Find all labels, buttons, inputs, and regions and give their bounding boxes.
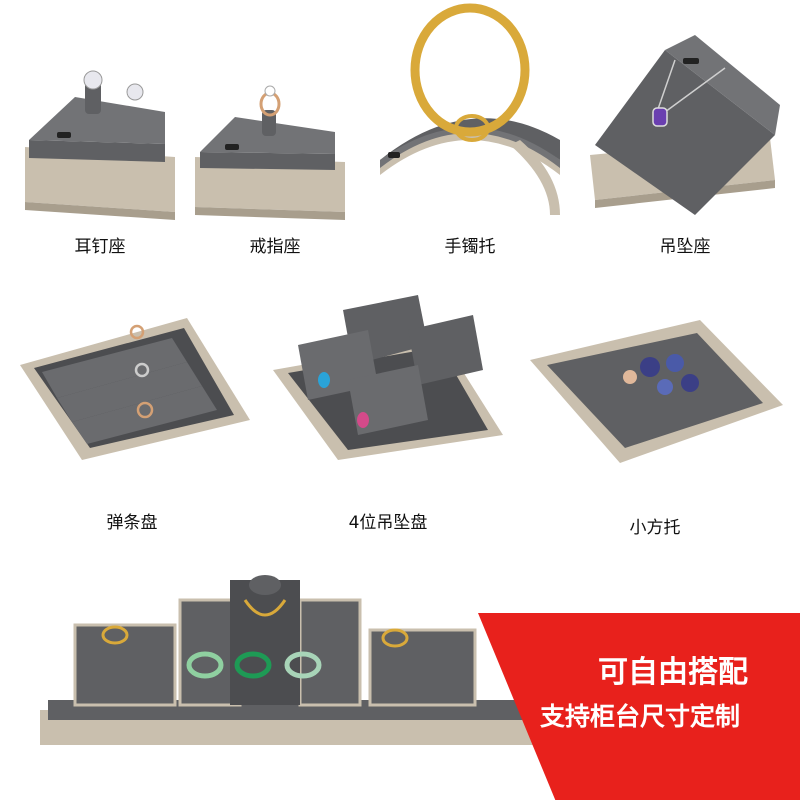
banner-subtitle: 支持柜台尺寸定制 xyxy=(540,702,741,731)
display-set-image xyxy=(40,575,760,745)
full-display-set xyxy=(0,570,800,800)
banner-title: 可自由搭配 xyxy=(598,655,748,690)
square-tray-icon xyxy=(530,320,783,463)
ring-slot-tray-icon xyxy=(20,318,250,460)
product-label: 吊坠座 xyxy=(659,237,711,257)
earring-stand-icon xyxy=(25,70,175,220)
product-label: 4位吊坠盘 xyxy=(348,513,428,533)
product-bangle-holder: 手镯托 xyxy=(360,0,580,257)
bangle-holder-icon xyxy=(380,3,560,215)
pendant-stand-icon xyxy=(590,35,780,215)
product-four-pendant-tray: 4位吊坠盘 xyxy=(268,295,508,533)
product-ring-slot-tray: 弹条盘 xyxy=(12,300,252,533)
ring-stand-icon xyxy=(195,85,345,220)
product-square-tray: 小方托 xyxy=(525,315,785,538)
product-ring-stand: 戒指座 xyxy=(190,62,360,257)
product-label: 手镯托 xyxy=(444,237,496,257)
four-pendant-tray-icon xyxy=(273,295,503,460)
product-label: 小方托 xyxy=(629,518,681,538)
product-pendant-stand: 吊坠座 xyxy=(585,30,785,257)
product-earring-stand: 耳钉座 xyxy=(15,62,185,257)
product-label: 戒指座 xyxy=(249,237,301,257)
product-label: 耳钉座 xyxy=(74,237,126,257)
product-label: 弹条盘 xyxy=(106,513,158,533)
